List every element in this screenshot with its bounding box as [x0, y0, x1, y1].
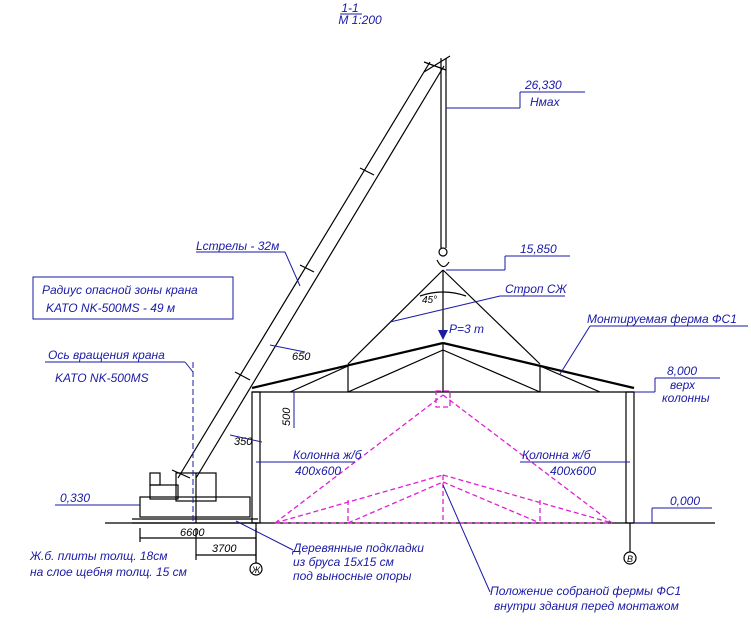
crane-hook — [436, 58, 450, 268]
left-column — [251, 391, 261, 524]
right-column — [625, 391, 635, 524]
rotation-axis-line-1: Ось вращения крана — [48, 348, 165, 362]
hmax-callout: 26,330 Нмах — [446, 78, 585, 109]
plates-line-2: на слое щебня толщ. 15 см — [30, 565, 187, 579]
assembled-line-1: Положение собраной фермы ФС1 — [490, 584, 681, 598]
pads-line-1: Деревянные подкладки — [291, 541, 424, 555]
level-zero-value: 0,000 — [670, 494, 700, 508]
crane-body — [132, 472, 258, 524]
dim-500-label: 500 — [281, 407, 293, 426]
level-zero-callout: 0,000 — [634, 494, 712, 524]
dim-6600-label: 6600 — [180, 527, 205, 539]
boom-length-label: Lстрелы - 32м — [196, 239, 279, 253]
top-column-label-1: верх — [670, 378, 696, 392]
dim-3700-label: 3700 — [212, 543, 237, 555]
top-column-label-2: колонны — [662, 391, 710, 405]
hook-level-value: 15,850 — [520, 242, 557, 256]
section-scale: М 1:200 — [338, 13, 382, 27]
rotation-axis-line-2: KATO NK-500MS — [55, 371, 149, 385]
axis-marker-left: Ж — [249, 523, 263, 576]
level-left-value: 0,330 — [60, 491, 90, 505]
pads-line-2: из бруса 15х15 см — [293, 555, 394, 569]
dim-350: 350 — [229, 434, 263, 448]
sling-callout: Строп СЖ — [389, 282, 567, 323]
right-column-line-2: 400х600 — [550, 464, 596, 478]
sling-lines — [347, 269, 541, 365]
pads-callout: Деревянные подкладки из бруса 15х15 см п… — [235, 520, 424, 583]
truss-mounted-callout: Монтируемая ферма ФС1 — [559, 312, 748, 375]
danger-zone-line-2: KATO NK-500MS - 49 м — [46, 301, 175, 315]
truss-mounted-label: Монтируемая ферма ФС1 — [587, 312, 737, 326]
dim-500: 500 — [281, 392, 295, 428]
plates-note: Ж.б. плиты толщ. 18см на слое щебня толщ… — [29, 549, 187, 579]
axis-marker-right: В — [623, 523, 637, 565]
right-column-callout: Колонна ж/б 400х600 — [520, 448, 630, 478]
danger-zone-line-1: Радиус опасной зоны крана — [42, 283, 198, 297]
hmax-label: Нмах — [530, 95, 561, 109]
top-column-value: 8,000 — [667, 364, 697, 378]
crane-boom — [171, 55, 451, 479]
right-column-line-1: Колонна ж/б — [522, 448, 592, 462]
boom-length-callout: Lстрелы - 32м — [196, 239, 301, 287]
assembled-truss-outline — [274, 390, 613, 524]
section-title: 1-1 — [341, 1, 358, 15]
rotation-axis-callout: Ось вращения крана KATO NK-500MS — [45, 348, 194, 523]
plates-line-1: Ж.б. плиты толщ. 18см — [29, 549, 167, 563]
top-column-callout: 8,000 верх колонны — [634, 364, 720, 405]
pads-line-3: под выносные опоры — [293, 569, 412, 583]
load-arrow — [438, 330, 448, 340]
sling-label: Строп СЖ — [505, 282, 567, 296]
angle-label: 45° — [422, 295, 437, 306]
dim-650: 650 — [269, 344, 311, 363]
assembled-line-2: внутри здания перед монтажом — [494, 599, 679, 613]
left-column-line-2: 400х600 — [295, 464, 341, 478]
assembled-callout: Положение собраной фермы ФС1 внутри здан… — [442, 484, 681, 613]
axis-right-label: В — [627, 554, 633, 564]
left-column-line-1: Колонна ж/б — [293, 448, 363, 462]
load-label: P=3 т — [449, 322, 484, 336]
hook-level-callout: 15,850 — [446, 242, 570, 271]
danger-zone-box: Радиус опасной зоны крана KATO NK-500MS … — [32, 276, 234, 320]
dim-350-label: 350 — [234, 436, 253, 448]
mounted-truss — [251, 341, 635, 393]
dim-650-label: 650 — [292, 351, 311, 363]
axis-left-label: Ж — [251, 565, 261, 575]
hmax-value: 26,330 — [524, 78, 562, 92]
level-left-callout: 0,330 — [55, 491, 140, 506]
dim-3700: 3700 — [195, 528, 256, 560]
left-column-callout: Колонна ж/б 400х600 — [256, 448, 363, 478]
